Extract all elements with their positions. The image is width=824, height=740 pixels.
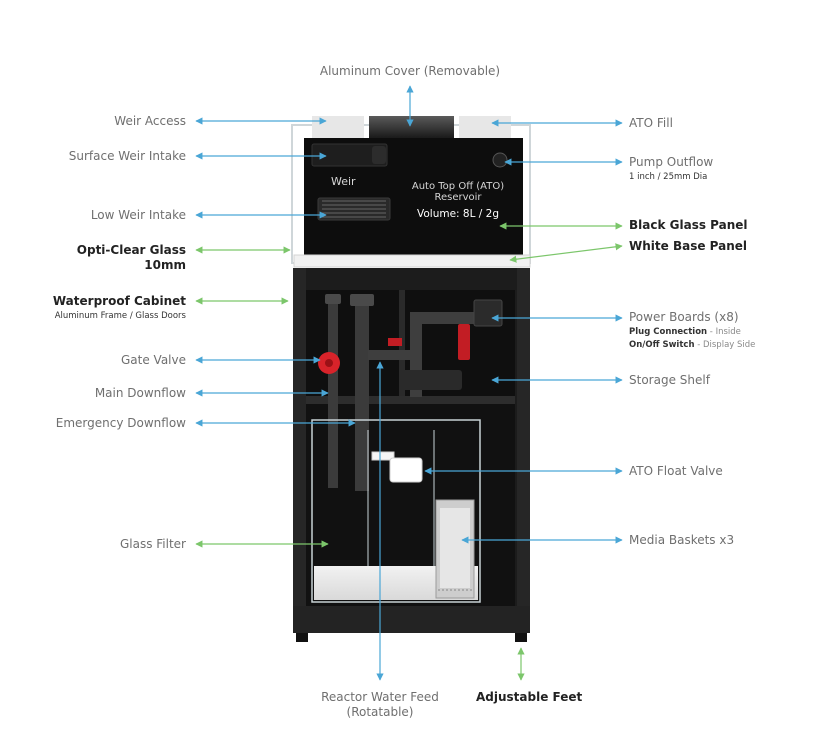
glass-filter-label: Glass Filter xyxy=(119,537,186,551)
pump-outflow-nozzle xyxy=(492,152,508,168)
ato-line2: Reservoir xyxy=(434,192,482,203)
adjustable-feet-label: Adjustable Feet xyxy=(476,690,583,704)
waterproof-cabinet-sub: Aluminum Frame / Glass Doors xyxy=(54,311,186,321)
aluminum-cover xyxy=(369,116,454,138)
ato-reservoir-text: Auto Top Off (ATO) Reservoir xyxy=(402,181,514,203)
opti-clear-glass-title: Opti-Clear Glass xyxy=(76,243,186,257)
power-boards-label: Power Boards (x8) Plug Connection - Insi… xyxy=(629,310,755,350)
media-baskets-label: Media Baskets x3 xyxy=(629,533,735,547)
ato-line1: Auto Top Off (ATO) xyxy=(411,181,505,192)
plumbing xyxy=(318,294,503,491)
storage-shelf xyxy=(306,396,515,404)
main-downflow-label: Main Downflow xyxy=(94,386,186,400)
emergency-downflow-label: Emergency Downflow xyxy=(55,416,186,430)
plug-connection-note: - Inside xyxy=(707,327,741,337)
surface-weir-intake-label: Surface Weir Intake xyxy=(68,149,186,163)
reactor-water-feed-title: Reactor Water Feed xyxy=(321,690,439,704)
ato-fill-label: ATO Fill xyxy=(629,116,673,130)
plug-connection-text: Plug Connection xyxy=(629,327,708,337)
reactor-water-feed-sub: (Rotatable) xyxy=(346,705,414,719)
display-tank xyxy=(291,116,531,268)
pump-outflow-sub: 1 inch / 25mm Dia xyxy=(629,172,708,182)
waterproof-cabinet-label: Waterproof Cabinet Aluminum Frame / Glas… xyxy=(20,294,186,322)
volume-text: Volume: 8L / 2g xyxy=(416,208,500,220)
ato-float-valve-label: ATO Float Valve xyxy=(629,464,723,478)
weir-text: Weir xyxy=(331,175,356,188)
storage-shelf-label: Storage Shelf xyxy=(629,373,710,387)
leader-lines xyxy=(195,85,623,681)
pump-outflow-title: Pump Outflow xyxy=(629,155,714,169)
plug-connection-line: Plug Connection - Inside xyxy=(629,327,755,338)
main-downflow-pipe xyxy=(328,298,338,488)
reactor-water-feed-label: Reactor Water Feed (Rotatable) xyxy=(300,690,460,720)
opti-clear-glass-sub: 10mm xyxy=(144,258,186,272)
white-base-panel xyxy=(293,254,531,268)
weir-access-cover xyxy=(312,116,364,138)
onoff-switch-line: On/Off Switch - Display Side xyxy=(629,340,755,351)
white-base-panel-label: White Base Panel xyxy=(629,239,748,253)
power-boards-title: Power Boards (x8) xyxy=(629,310,739,324)
glass-filter-sump xyxy=(311,419,481,603)
onoff-switch-text: On/Off Switch xyxy=(629,339,695,350)
opti-clear-glass-label: Opti-Clear Glass 10mm xyxy=(40,243,186,273)
emergency-downflow-pipe xyxy=(355,296,369,491)
adjustable-foot-left xyxy=(296,633,308,642)
ato-fill-cover xyxy=(459,116,511,138)
aluminum-cover-label: Aluminum Cover (Removable) xyxy=(319,64,501,78)
power-board xyxy=(473,299,503,327)
adjustable-foot-right xyxy=(515,633,527,642)
waterproof-cabinet-title: Waterproof Cabinet xyxy=(52,294,186,308)
low-weir-intake xyxy=(317,197,391,221)
black-glass-panel-label: Black Glass Panel xyxy=(629,218,748,232)
onoff-switch-note: - Display Side xyxy=(694,339,756,350)
low-weir-intake-label: Low Weir Intake xyxy=(90,208,186,222)
weir-access-label: Weir Access xyxy=(114,114,186,128)
gate-valve-label: Gate Valve xyxy=(120,353,186,367)
pump-outflow-label: Pump Outflow 1 inch / 25mm Dia xyxy=(629,155,713,183)
media-baskets xyxy=(435,499,475,599)
